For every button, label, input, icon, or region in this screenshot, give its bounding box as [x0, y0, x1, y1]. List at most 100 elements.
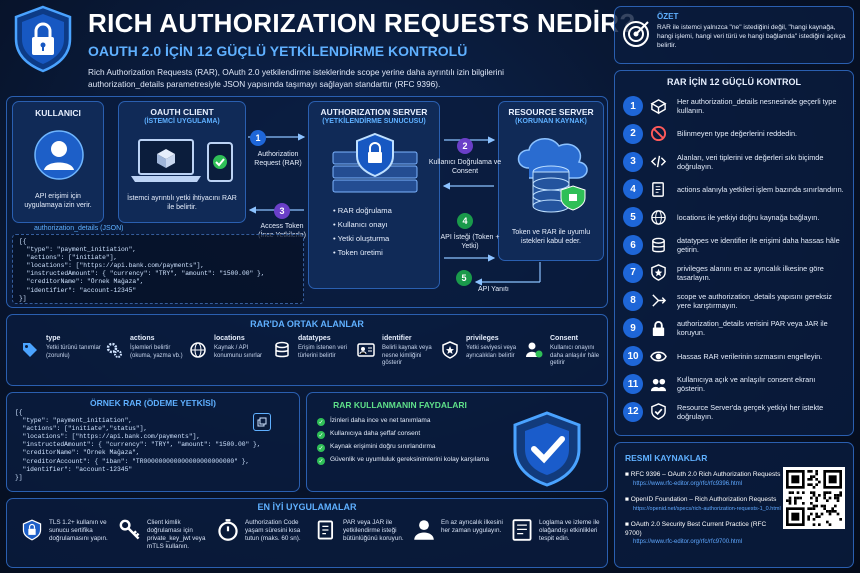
field-name: actions — [130, 335, 155, 342]
eye-icon — [649, 347, 667, 365]
best-practice-item-3: PAR veya JAR ile yetkilendirme isteği bü… — [315, 519, 409, 546]
field-desc: Kaynak / API konumunu sınırlar — [214, 345, 263, 359]
server-rack-icon — [327, 132, 423, 203]
document-icon — [649, 180, 667, 198]
client-text: İstemci ayrıntılı yetki ihtiyacını RAR i… — [127, 195, 237, 211]
resource-server-text: Token ve RAR ile uyumlu istekleri kabul … — [511, 229, 591, 245]
best-practice-item-1: Client kimlik doğrulaması için private_k… — [119, 519, 213, 551]
copy-icon[interactable] — [253, 413, 271, 431]
source-link[interactable]: https://www.rfc-editor.org/rfc/rfc9700.h… — [633, 539, 743, 545]
field-name: datatypes — [298, 335, 331, 342]
list-icon — [511, 519, 533, 546]
field-name: type — [46, 335, 61, 342]
field-name: locations — [214, 335, 245, 342]
field-name: privileges — [466, 335, 499, 342]
source-item: ■ OpenID Foundation – Rich Authorization… — [625, 496, 783, 513]
code-line: "actions": ["initiate"], — [19, 254, 118, 262]
step-2-badge: 2 — [457, 138, 473, 154]
control-number: 7 — [623, 262, 643, 283]
check-icon: ✓ — [317, 431, 325, 439]
document-icon — [315, 519, 337, 546]
benefit-item: ✓Kullanıcıya daha şeffaf consent — [317, 430, 421, 439]
control-text: actions alanıyla yetkileri işlem bazında… — [677, 184, 844, 194]
control-number: 8 — [623, 290, 643, 311]
controls-title: RAR İÇİN 12 GÜÇLÜ KONTROL — [666, 77, 801, 87]
source-link[interactable]: https://openid.net/specs/rich-authorizat… — [633, 505, 781, 512]
check-icon: ✓ — [317, 418, 325, 426]
user-icon — [413, 519, 435, 546]
best-practice-item-4: En az ayrıcalık ilkesini her zaman uygul… — [413, 519, 507, 546]
example-panel: ÖRNEK RAR (ÖDEME YETKİSİ) [{ "type": "pa… — [6, 392, 300, 492]
benefit-item: ✓Güvenlik ve uyumluluk gereksinimlerini … — [317, 456, 489, 465]
users-icon — [649, 375, 667, 393]
code-line: "locations": ["https://api.bank.com/paym… — [15, 433, 201, 441]
resource-server-card: RESOURCE SERVER (KORUNAN KAYNAK) Token v… — [498, 101, 604, 261]
field-desc: Yetki seviyesi veya ayrıcalıkları belirt… — [466, 345, 517, 359]
database-icon — [649, 236, 667, 254]
code-line: "creditorAccount": { "iban": "TR00000000… — [15, 457, 250, 465]
best-practice-item-0: TLS 1.2+ kullanın ve sunucu sertifika do… — [21, 519, 115, 546]
control-text: authorization_details verisini PAR veya … — [677, 319, 828, 338]
auth-server-title: AUTHORIZATION SERVER — [320, 107, 428, 117]
code-icon — [649, 153, 667, 171]
user-card: KULLANICI API erişimi için uygulamaya iz… — [12, 101, 104, 223]
stopwatch-icon — [217, 519, 239, 546]
control-number: 2 — [623, 123, 643, 144]
json-label: authorization_details (JSON) — [34, 225, 124, 232]
user-avatar-icon — [34, 130, 84, 185]
auth-item-4: • Token üretimi — [333, 248, 383, 257]
page-subtitle: OAUTH 2.0 İÇİN 12 GÜÇLÜ YETKİLENDİRME KO… — [88, 43, 468, 59]
best-practice-text: En az ayrıcalık ilkesini her zaman uygul… — [441, 519, 503, 534]
qr-code[interactable] — [783, 467, 845, 529]
target-icon — [621, 19, 651, 54]
field-desc: Kullanıcı onayını daha anlaşılır hâle ge… — [550, 345, 600, 366]
benefits-list: ✓İzinleri daha ince ve net tanımlama ✓Ku… — [317, 417, 497, 469]
control-text: datatypes ve identifier ile erişimi daha… — [677, 236, 840, 254]
code-line: "instructedAmount": { "currency": "TRY",… — [15, 441, 261, 449]
benefit-item: ✓İzinleri daha ince ve net tanımlama — [317, 417, 431, 426]
control-text: Kullanıcıya açık ve anlaşılır consent ek… — [677, 375, 816, 393]
cloud-database-icon — [511, 132, 593, 221]
control-number: 5 — [623, 207, 643, 228]
best-practice-text: Authorization Code yaşam süresini kısa t… — [245, 519, 301, 542]
code-line: [{ — [19, 238, 27, 245]
globe-icon — [189, 335, 209, 381]
code-line: "creditorName": "Örnek Mağaza", — [19, 278, 144, 286]
resource-server-title: RESOURCE SERVER — [508, 107, 594, 117]
check-icon: ✓ — [317, 457, 325, 465]
shield-check-icon — [649, 403, 667, 421]
best-practices-panel: EN İYİ UYGULAMALAR TLS 1.2+ kullanın ve … — [6, 498, 608, 568]
field-desc: Yetki türünü tanımlar (zorunlu) — [46, 345, 101, 359]
control-number: 10 — [623, 346, 643, 367]
user-text: API erişimi için uygulamaya izin verir. — [24, 193, 92, 209]
step-1-label: Authorization Request (RAR) — [254, 151, 302, 167]
source-link[interactable]: https://www.rfc-editor.org/rfc/rfc9396.h… — [633, 480, 743, 487]
client-title: OAUTH CLIENT — [150, 107, 214, 117]
control-text: Resource Server'da gerçek yetkiyi her is… — [677, 402, 824, 421]
sources-title: RESMİ KAYNAKLAR — [625, 453, 708, 463]
tag-icon — [21, 335, 41, 381]
shield-lock-icon — [21, 519, 43, 546]
auth-server-card: AUTHORIZATION SERVER (YETKİLENDİRME SUNU… — [308, 101, 440, 289]
control-text: Hassas RAR verilerinin sızmasını engelle… — [677, 351, 823, 361]
control-text: Bilinmeyen type değerlerini reddedin. — [677, 129, 798, 139]
code-line: "identifier": "account-12345" — [19, 286, 137, 294]
best-practice-text: Loglama ve izleme ile olağandışı etkinli… — [539, 519, 600, 542]
control-item-2: 2 Bilinmeyen type değerlerini reddedin. — [623, 121, 845, 147]
control-number: 11 — [623, 374, 643, 394]
page-description: Rich Authorization Requests (RAR), OAuth… — [88, 67, 504, 89]
shield-check-icon — [507, 411, 587, 492]
field-name: identifier — [382, 335, 412, 342]
control-text: Her authorization_details nesnesinde geç… — [677, 97, 837, 115]
phone-check-icon — [207, 142, 233, 187]
